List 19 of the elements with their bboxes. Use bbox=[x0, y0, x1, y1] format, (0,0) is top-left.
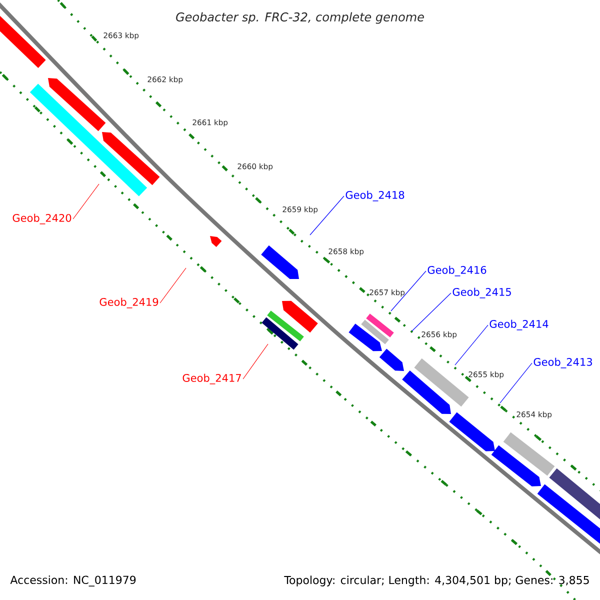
footer-text: Accession: NC_011979 bbox=[10, 576, 136, 586]
leader-line bbox=[454, 324, 488, 366]
gene-label: Geob_2414 bbox=[490, 320, 548, 330]
footer-text: Topology: circular; Length: 4,304,501 bp; Genes: 3,855 bbox=[284, 576, 589, 586]
leader-line bbox=[390, 270, 426, 312]
leader-line bbox=[412, 292, 452, 332]
gene-label: Geob_2418 bbox=[346, 190, 404, 202]
gene-label: Geob_2420 bbox=[12, 214, 72, 224]
title: Geobacter sp. FRC-32, complete genome bbox=[176, 12, 424, 24]
gene-label: Geob_2416 bbox=[428, 266, 486, 276]
gene-label: Geob_2419 bbox=[100, 298, 158, 308]
leader-line bbox=[72, 184, 100, 220]
leader-line bbox=[242, 344, 268, 380]
leader-line bbox=[500, 362, 532, 404]
leader-line bbox=[310, 196, 344, 236]
leader-line bbox=[160, 268, 186, 304]
gene-label: Geob_2415 bbox=[452, 288, 511, 298]
gene-label: Geob_2417 bbox=[182, 374, 241, 384]
gene-label: Geob_2413 bbox=[534, 358, 592, 368]
